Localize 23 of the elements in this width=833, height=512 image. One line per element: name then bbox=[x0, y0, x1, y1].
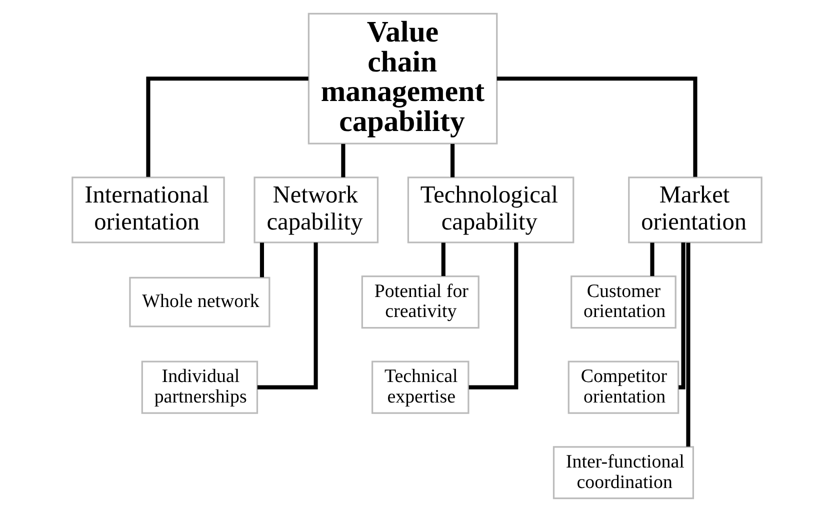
node-box: Competitor orientation bbox=[567, 360, 679, 414]
node-box: Customer orientation bbox=[570, 276, 676, 329]
connector bbox=[678, 242, 685, 390]
connector bbox=[259, 242, 264, 278]
connector bbox=[496, 76, 697, 177]
node-box: Technological capability bbox=[406, 176, 574, 244]
node-box: International orientation bbox=[71, 176, 224, 244]
node-box: Whole network bbox=[128, 276, 270, 328]
node-box: Value chain management capability bbox=[307, 12, 498, 144]
node-box: Technical expertise bbox=[371, 360, 469, 414]
connector bbox=[450, 144, 454, 178]
node-box: Inter-functional coordination bbox=[552, 446, 694, 500]
node-box: Network capability bbox=[253, 176, 378, 244]
node-box: Individual partnerships bbox=[140, 360, 258, 414]
connector bbox=[340, 144, 345, 178]
node-box: Potential for creativity bbox=[360, 276, 479, 329]
connector bbox=[686, 242, 690, 447]
connector bbox=[146, 76, 308, 177]
connector bbox=[256, 242, 318, 390]
connector bbox=[468, 242, 518, 390]
connector bbox=[440, 242, 445, 276]
node-box: Market orientation bbox=[628, 176, 762, 244]
connector bbox=[650, 242, 654, 276]
